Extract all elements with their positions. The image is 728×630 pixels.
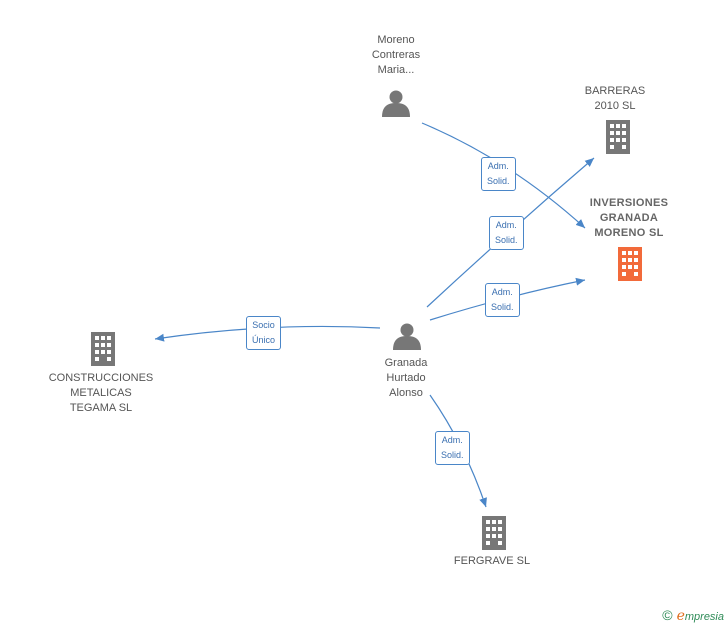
person-icon-granada[interactable] <box>393 323 421 351</box>
person-icon-moreno[interactable] <box>382 90 410 118</box>
building-icon-inversiones[interactable] <box>618 247 642 281</box>
node-label-fergrave[interactable]: FERGRAVE SL <box>453 555 531 567</box>
copyright-icon: © <box>662 607 673 623</box>
node-label-moreno[interactable]: Moreno Contreras Maria... <box>371 34 421 76</box>
edge-label-granada-barreras[interactable]: Adm. Solid. <box>489 216 524 250</box>
copyright-mark: ©empresia <box>662 607 724 624</box>
node-label-inversiones[interactable]: INVERSIONES GRANADA MORENO SL <box>589 197 669 239</box>
edge-label-granada-inversiones[interactable]: Adm. Solid. <box>485 283 520 317</box>
building-icon-barreras[interactable] <box>606 120 630 154</box>
brand-logo-initial: e <box>676 608 685 624</box>
node-label-barreras[interactable]: BARRERAS 2010 SL <box>584 85 646 112</box>
building-icon-construcciones[interactable] <box>91 332 115 366</box>
edge-label-moreno-inversiones[interactable]: Adm. Solid. <box>481 157 516 191</box>
building-icon-fergrave[interactable] <box>482 516 506 550</box>
node-label-construcciones[interactable]: CONSTRUCCIONES METALICAS TEGAMA SL <box>48 372 154 414</box>
edge-label-granada-construcciones[interactable]: Socio Único <box>246 316 282 350</box>
node-label-granada[interactable]: Granada Hurtado Alonso <box>384 357 428 399</box>
brand-logo-text: mpresia <box>684 611 724 623</box>
edge-label-granada-fergrave[interactable]: Adm. Solid. <box>435 431 470 465</box>
